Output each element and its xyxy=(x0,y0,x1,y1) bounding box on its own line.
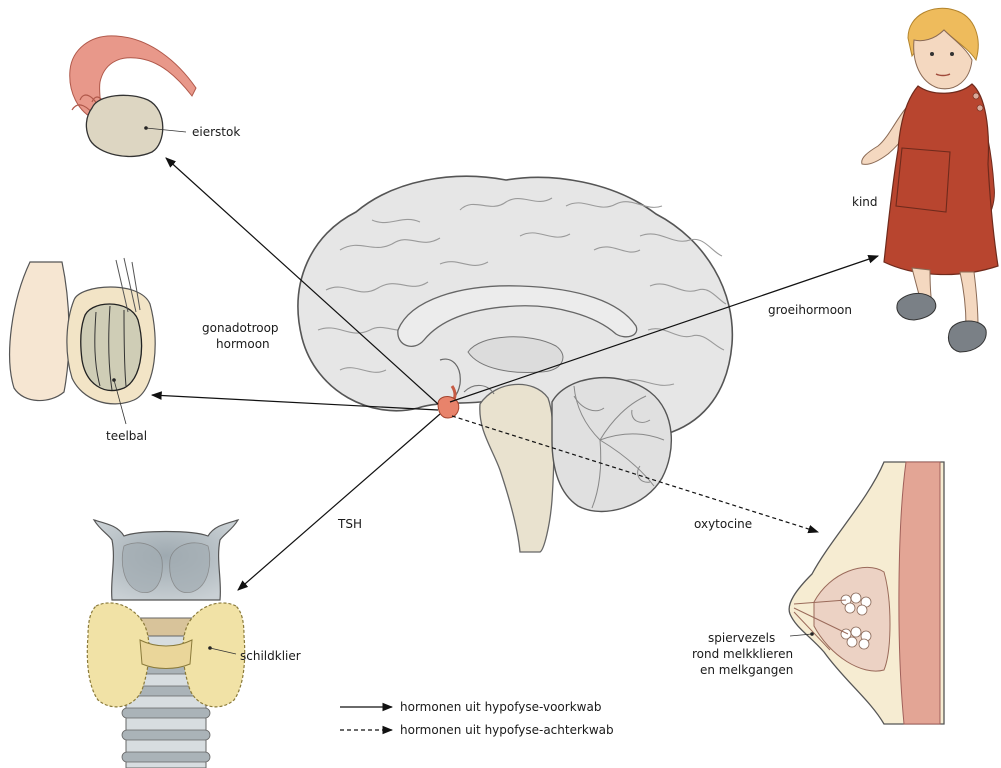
tsh-label: TSH xyxy=(337,517,362,531)
chest-muscle xyxy=(898,461,941,725)
hormone-arrows xyxy=(150,157,880,591)
thyroid-left-lobe xyxy=(86,602,150,708)
thyroid-leader xyxy=(209,647,237,655)
thyroid-label: schildklier xyxy=(240,649,301,663)
arrow-gonadotropic-ovary xyxy=(165,157,439,405)
arrow-gonadotropic-testis xyxy=(150,391,439,411)
growth-hormone-label: groeihormoon xyxy=(768,303,852,317)
ovary xyxy=(85,94,164,158)
arrow-tsh xyxy=(237,413,441,591)
child-dress xyxy=(883,83,999,276)
corpus-callosum xyxy=(397,285,638,347)
mammary-lobes xyxy=(813,567,891,672)
testis-illustration: teelbal xyxy=(9,257,156,443)
muscle-label-3: en melkgangen xyxy=(700,663,793,677)
brainstem xyxy=(479,383,555,553)
legend-dashed-label: hormonen uit hypofyse-achterkwab xyxy=(400,723,614,737)
muscle-leader xyxy=(789,633,813,637)
muscle-label-1: spiervezels xyxy=(708,631,775,645)
thyroid-isthmus xyxy=(139,639,193,669)
thalamus xyxy=(467,336,564,373)
muscle-label-2: rond melkklieren xyxy=(692,647,793,661)
child-right-shoe xyxy=(947,320,987,353)
child-face xyxy=(913,29,973,90)
breast-illustration: spiervezels rond melkklieren en melkgang… xyxy=(692,461,945,725)
thyroid-illustration: schildklier xyxy=(86,519,301,768)
child-left-shoe xyxy=(896,293,937,321)
pituitary-gland xyxy=(437,396,460,419)
legend: hormonen uit hypofyse-voorkwab hormonen … xyxy=(340,700,614,737)
testis-label: teelbal xyxy=(106,429,147,443)
testis xyxy=(80,303,143,392)
scrotum-skin xyxy=(9,261,70,402)
arrow-oxytocin xyxy=(451,415,820,534)
gonadotropic-label-2: hormoon xyxy=(216,337,270,351)
arrow-growth-hormone xyxy=(449,255,880,403)
child-illustration: kind xyxy=(852,7,999,353)
testis-leader xyxy=(113,379,127,425)
legend-solid-label: hormonen uit hypofyse-voorkwab xyxy=(400,700,601,714)
cerebellum xyxy=(551,376,672,513)
ovary-leader xyxy=(145,127,187,133)
milk-glands xyxy=(840,592,872,650)
child-right-leg xyxy=(959,271,979,327)
larynx-cartilage xyxy=(92,519,240,601)
ovary-illustration: eierstok xyxy=(69,35,240,158)
brain-illustration xyxy=(297,175,734,553)
thyroid-right-lobe xyxy=(182,602,246,708)
child-label: kind xyxy=(852,195,878,209)
oxytocin-label: oxytocine xyxy=(694,517,752,531)
ovary-label: eierstok xyxy=(192,125,240,139)
gonadotropic-label-1: gonadotroop xyxy=(202,321,279,335)
child-pocket xyxy=(895,147,951,213)
